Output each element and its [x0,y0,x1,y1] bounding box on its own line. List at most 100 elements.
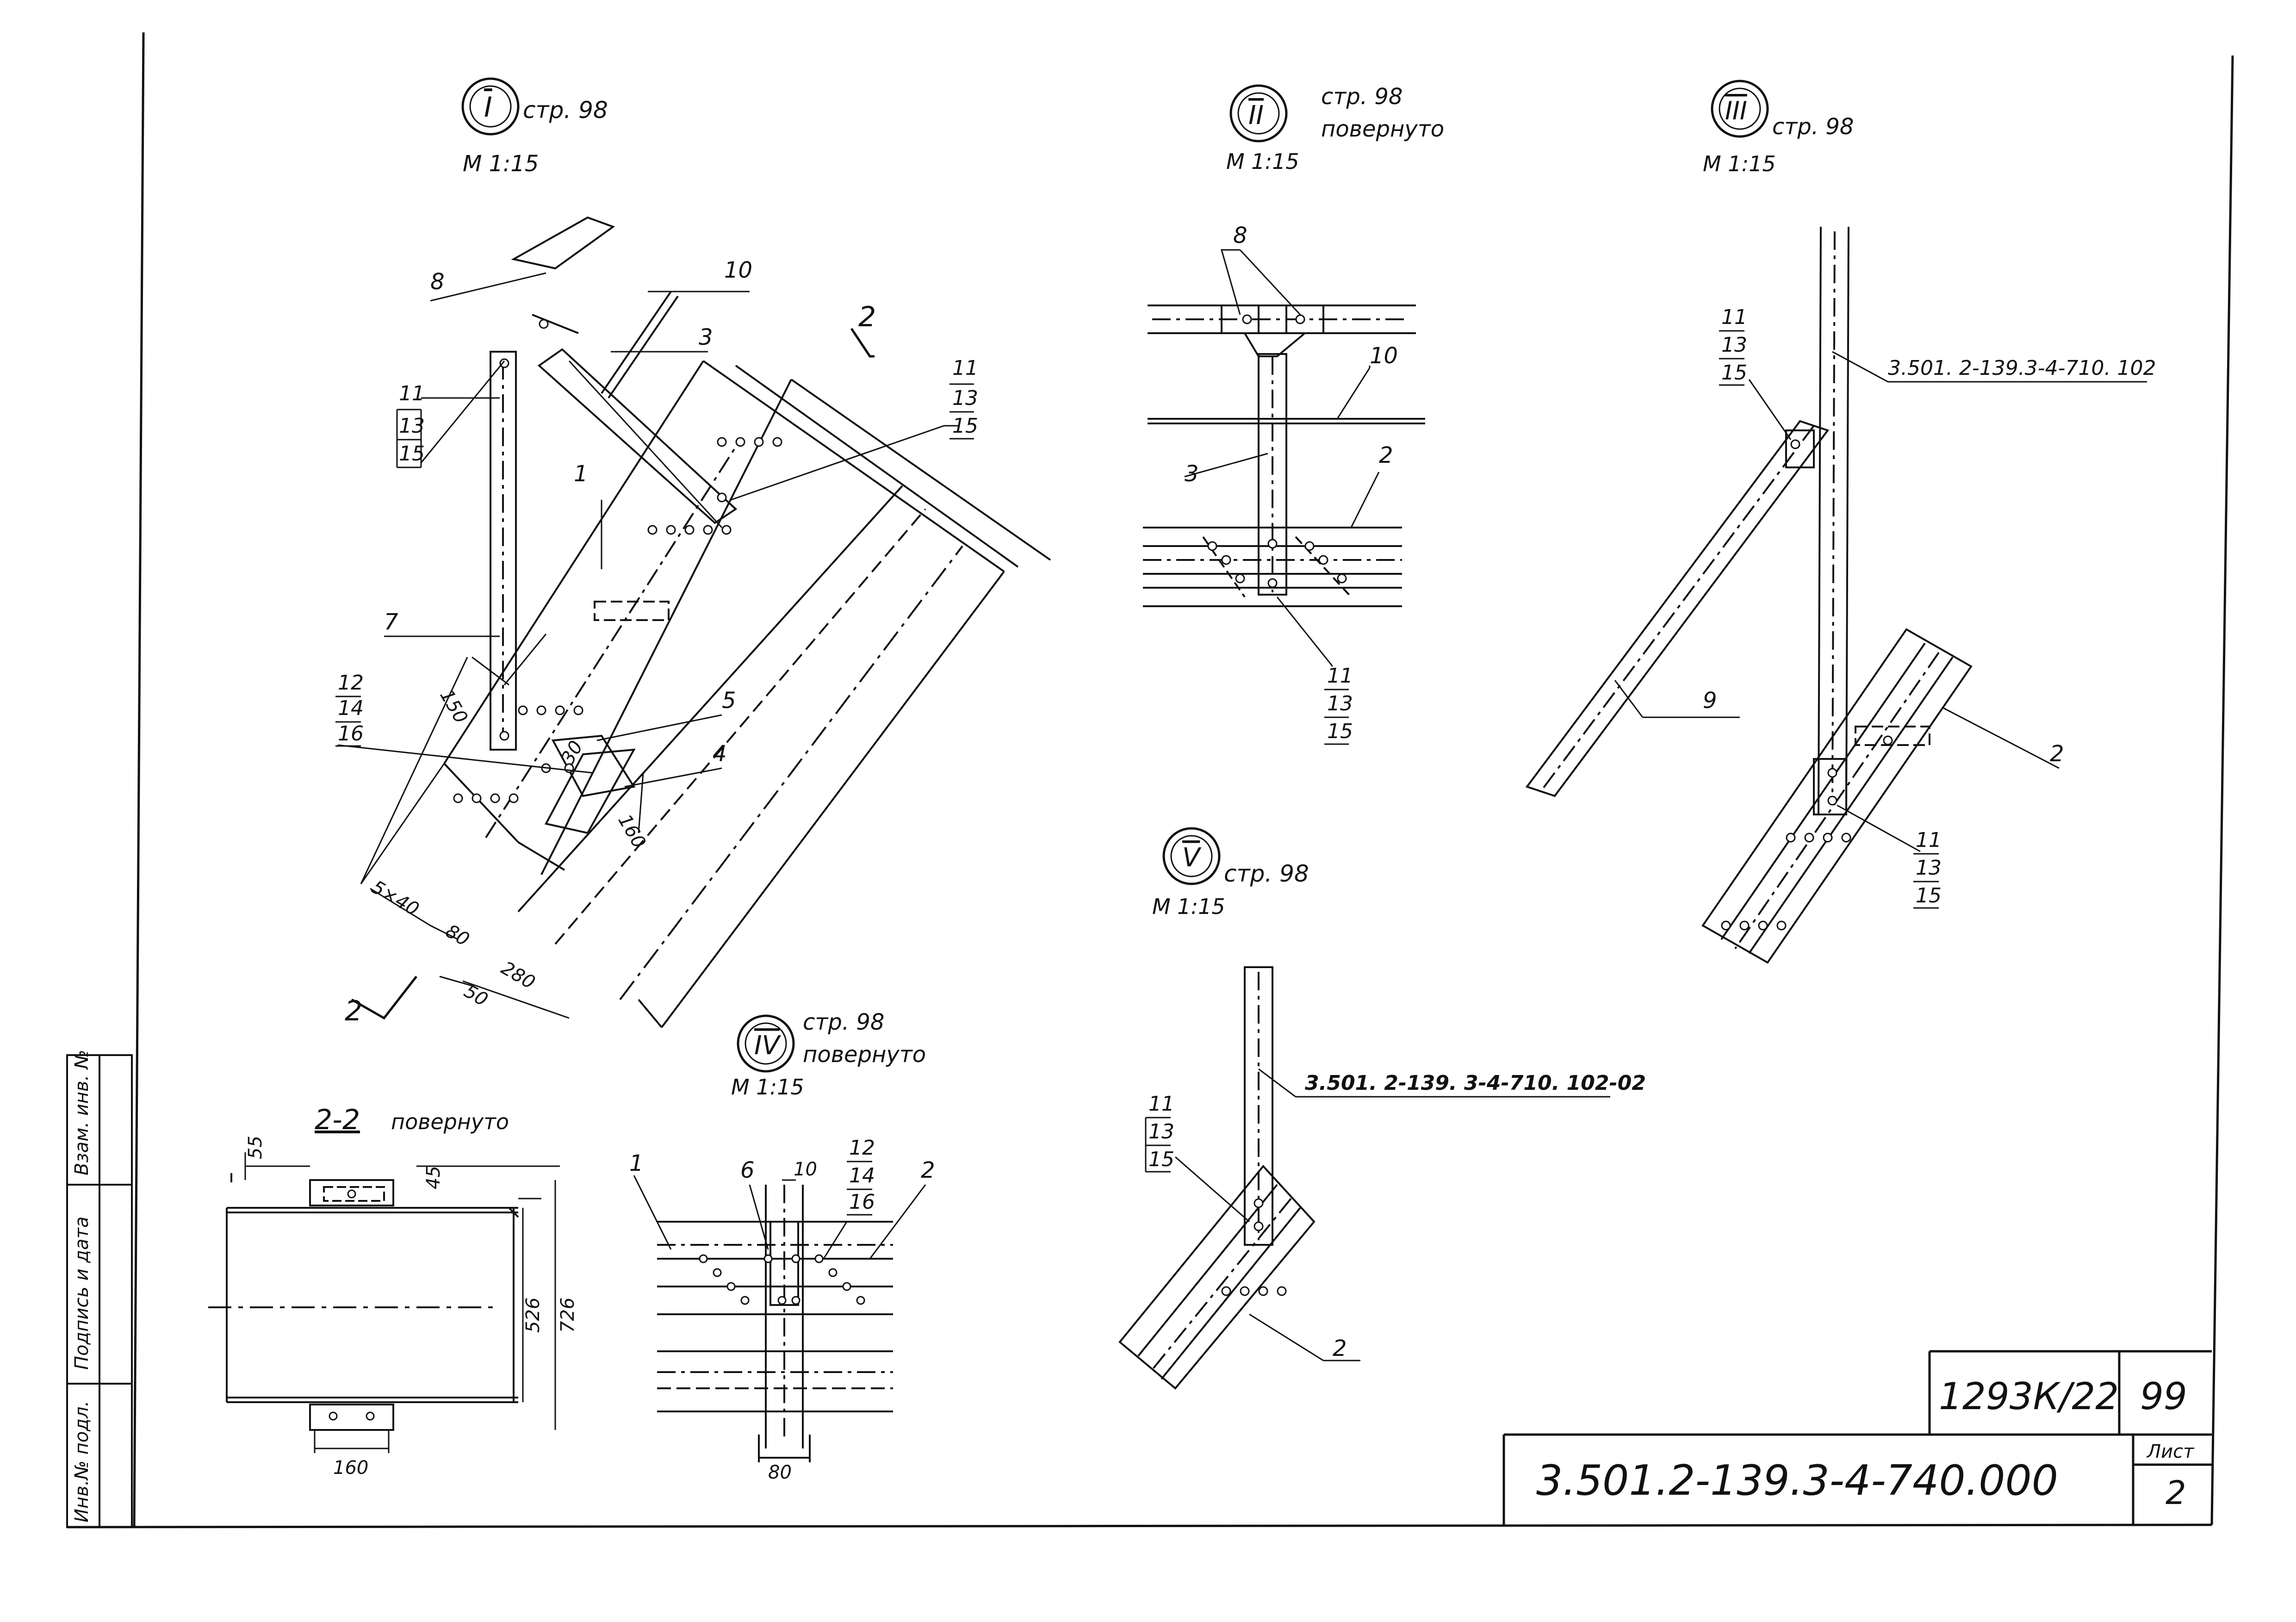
section-dimensions [244,1152,560,1453]
v3-tag-l13: 13 [1916,856,1942,880]
section-mark-upper: 2 [858,301,876,333]
view-1-bolts [453,319,782,803]
v1-label-7: 7 [384,609,398,635]
view-5: V стр. 98 М 1:15 3.501. 2-139. 3-4-710. … [1118,827,1646,1390]
v3-label-9: 9 [1703,688,1717,714]
section-dim-526: 526 [522,1298,544,1333]
v1-label-5: 5 [722,688,736,714]
view-3-page-ref: стр. 98 [1772,114,1854,140]
v1-tag-12: 12 [338,671,364,695]
v4-tag-12-14-16: 12 14 16 [847,1136,875,1216]
view-1-post [490,351,517,751]
v1-tag-11-13-15-right: 11 13 15 [949,356,978,440]
v2-label-2: 2 [1379,442,1393,468]
v1-label-8: 8 [430,269,445,295]
v1-dim-5x40: 5×40 [368,876,422,920]
v1-tag-12-14-16: 12 14 16 [335,671,364,747]
v1-dim-150: 150 [435,686,472,727]
v1-label-3: 3 [699,324,713,350]
view-1-roman: I [484,91,492,124]
view-1-chord [443,360,1051,1028]
view-5-roman: V [1182,843,1202,873]
v3-tag-l15: 15 [1916,884,1942,907]
v1-tag-16: 16 [338,722,364,746]
view-4-note: повернуто [803,1042,926,1068]
v5-tag-15: 15 [1148,1148,1174,1171]
sheet-frame [67,32,2234,1529]
view-4: IV стр. 98 повернуто М 1:15 [629,1009,935,1483]
view-2-geometry [1143,305,1425,607]
v5-tag-13: 13 [1148,1120,1174,1143]
v3-tag-l11: 11 [1916,828,1942,852]
sheet-label: Лист [2146,1441,2195,1462]
v1-tag-14: 14 [338,696,364,720]
view-1-header: I стр. 98 М 1:15 [461,77,608,177]
view-3-geometry [1525,226,1973,964]
view-1-leaders [337,272,958,788]
section-dim-45: 45 [423,1166,444,1189]
view-5-header: V стр. 98 М 1:15 [1152,827,1309,919]
view-1-plates [544,601,670,834]
v4-label-1: 1 [629,1150,644,1176]
view-5-bolts [1221,1198,1287,1296]
v3-tag-11-13-15-lower: 11 13 15 [1913,828,1942,909]
view-4-header: IV стр. 98 повернуто М 1:15 [731,1009,926,1100]
view-1-diagonals [511,216,738,524]
section-dim-160: 160 [333,1457,368,1479]
v1-dim-30: 30 [557,737,587,768]
v5-tag-11: 11 [1148,1092,1174,1116]
v2-tag-13: 13 [1327,692,1353,715]
stamp-inv-label: Инв.№ подл. [71,1401,93,1523]
section-dim-726: 726 [557,1298,578,1333]
v1-tag-r11: 11 [952,356,978,380]
v3-reference-code: 3.501. 2-139.3-4-710. 102 [1888,356,2156,380]
view-2-note: повернуто [1321,116,1444,142]
v2-tag-15: 15 [1327,720,1353,743]
v1-tag-11: 11 [399,382,425,405]
section-mark-lower: 2 [345,995,362,1027]
sheet-number: 2 [2166,1474,2186,1512]
v1-label-1: 1 [574,461,588,487]
view-1-section-marks [351,328,875,1020]
stamp-replace-label: Взам. инв. № [71,1050,93,1175]
side-stamp: Инв.№ подл. Подпись и дата Взам. инв. № [66,1050,133,1528]
view-3-leaders [1614,351,2147,852]
v3-tag-15: 15 [1721,361,1747,385]
view-5-leaders [1175,1068,1610,1361]
v2-tag-11-13-15: 11 13 15 [1324,664,1353,745]
view-5-geometry [1118,966,1316,1390]
v2-tag-11: 11 [1327,664,1353,688]
section-title: 2-2 [315,1104,360,1136]
view-3-header: III стр. 98 М 1:15 [1703,80,1854,176]
view-2-page-ref: стр. 98 [1321,84,1402,110]
v4-dim-80: 80 [768,1462,792,1483]
section-bolts [329,1189,375,1421]
title-block: 1293К/22 99 3.501.2-139.3-4-740.000 Лист… [1502,1350,2212,1525]
stamp-sign-label: Подпись и дата [71,1217,93,1370]
section-2-2: 2-2 повернуто [208,1104,578,1479]
v1-tag-r15: 15 [952,414,978,438]
v1-label-4: 4 [713,741,727,767]
v1-dim-80: 80 [442,920,473,951]
global-sheet-number: 99 [2140,1375,2187,1418]
section-geometry [208,1173,519,1431]
v1-tag-11-13-15-left: 11 13 15 [396,382,425,468]
view-4-bolts [699,1254,865,1305]
order-number: 1293К/22 [1939,1375,2119,1418]
v3-label-2: 2 [2050,741,2064,767]
view-2-leaders [1184,249,1380,667]
v1-tag-r13: 13 [952,386,978,410]
v2-label-10: 10 [1370,343,1398,369]
view-2: II стр. 98 повернуто М 1:15 [1143,84,1444,745]
v4-label-2: 2 [921,1157,935,1183]
v1-dim-280: 280 [497,957,539,994]
v2-label-8: 8 [1233,223,1247,249]
v4-dim-10: 10 [794,1159,817,1180]
view-2-roman: II [1248,100,1264,131]
view-5-scale: М 1:15 [1152,894,1225,919]
document-code: 3.501.2-139.3-4-740.000 [1536,1456,2058,1505]
section-note: повернуто [391,1109,509,1134]
v4-tag-12: 12 [849,1136,875,1160]
view-3-roman: III [1725,96,1747,125]
